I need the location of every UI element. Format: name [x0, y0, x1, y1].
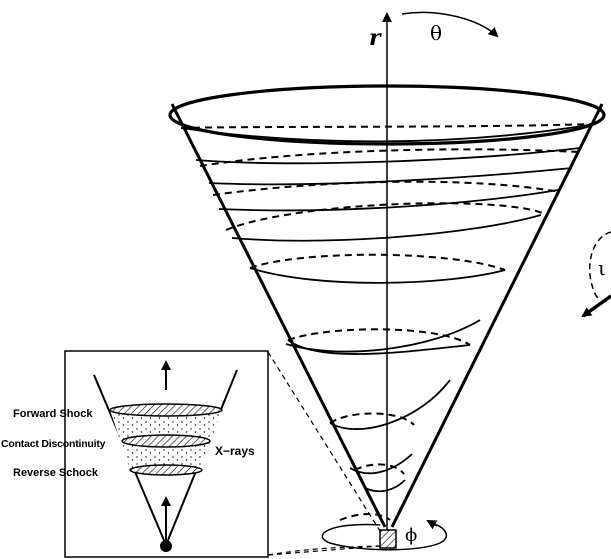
iota-arc — [588, 231, 611, 301]
cone-left-edge — [170, 103, 387, 528]
contact-discontinuity-label: Contact Discontinuity — [1, 438, 106, 450]
phi-label: ϕ — [405, 525, 417, 546]
base-rotation-loop — [321, 522, 447, 551]
reverse-shock-label: Reverse Schock — [13, 467, 99, 479]
reverse-shock-ellipse — [129, 464, 203, 476]
r-axis: r — [369, 12, 392, 530]
central-engine-dot — [160, 540, 172, 552]
r-axis-label: r — [369, 25, 382, 51]
main-cone — [168, 84, 606, 556]
theta-indicator: θ — [401, 11, 499, 45]
forward-shock-ellipse — [109, 403, 223, 417]
contact-discontinuity-ellipse — [121, 434, 211, 448]
theta-arrow — [401, 11, 499, 38]
theta-label: θ — [430, 21, 442, 45]
iota-line-of-sight-arrow — [581, 294, 611, 318]
iota-label: ι — [598, 256, 606, 280]
forward-shock-label: Forward Shock — [13, 408, 93, 420]
xrays-label: X−rays — [215, 444, 255, 458]
central-source-box — [379, 529, 397, 549]
inset-connector-lines — [267, 351, 381, 556]
cone-right-edge — [390, 103, 604, 528]
iota-indicator: ι — [581, 231, 611, 318]
phi-arrow — [426, 520, 438, 530]
helix-front-segments — [180, 123, 596, 493]
inset-panel: Forward Shock Contact Discontinuity Reve… — [1, 350, 269, 558]
